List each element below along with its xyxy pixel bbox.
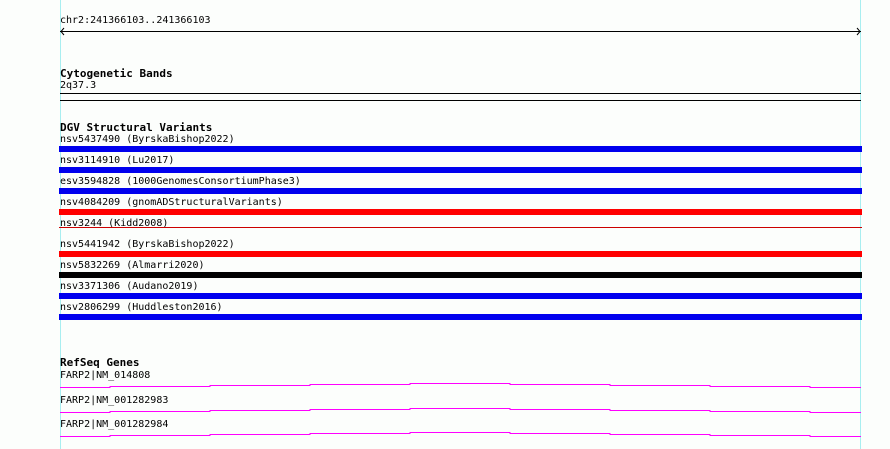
dgv-variant-bar[interactable] (59, 167, 862, 173)
cytoband-label[interactable]: 2q37.3 (60, 80, 97, 91)
dgv-variant-bar[interactable] (59, 314, 862, 320)
dgv-variant-label[interactable]: nsv5832269 (Almarri2020) (60, 260, 205, 271)
dgv-variant-label[interactable]: esv3594828 (1000GenomesConsortiumPhase3) (60, 176, 301, 187)
dgv-variant-label[interactable]: nsv5437490 (ByrskaBishop2022) (60, 134, 235, 145)
dgv-variant-label[interactable]: nsv3371306 (Audano2019) (60, 281, 199, 292)
ruler-location: chr2:241366103..241366103 (60, 15, 211, 26)
dgv-track-title: DGV Structural Variants (60, 121, 213, 134)
dgv-variant-label[interactable]: nsv3244 (Kidd2008) (60, 218, 169, 229)
refseq-gene-label[interactable]: FARP2|NM_001282983 (60, 395, 169, 406)
right-boundary-line (860, 0, 861, 449)
dgv-variant-bar[interactable] (59, 188, 862, 194)
refseq-gene-label[interactable]: FARP2|NM_014808 (60, 370, 151, 381)
cytoband-divider (60, 100, 861, 101)
cytoband-track-title: Cytogenetic Bands (60, 67, 173, 80)
dgv-variant-bar[interactable] (59, 251, 862, 257)
dgv-variant-bar[interactable] (59, 293, 862, 299)
left-boundary-line (60, 0, 61, 449)
dgv-variant-label[interactable]: nsv2806299 (Huddleston2016) (60, 302, 223, 313)
dgv-variant-label[interactable]: nsv3114910 (Lu2017) (60, 155, 175, 166)
refseq-gene-label[interactable]: FARP2|NM_001282984 (60, 419, 169, 430)
dgv-variant-bar[interactable] (59, 227, 862, 228)
dgv-variant-label[interactable]: nsv4084209 (gnomADStructuralVariants) (60, 197, 283, 208)
refseq-track-title: RefSeq Genes (60, 356, 140, 369)
dgv-variant-bar[interactable] (59, 209, 862, 215)
dgv-variant-bar[interactable] (59, 146, 862, 152)
dgv-variant-bar[interactable] (59, 272, 862, 278)
dgv-variant-label[interactable]: nsv5441942 (ByrskaBishop2022) (60, 239, 235, 250)
cytoband-line (60, 93, 861, 94)
